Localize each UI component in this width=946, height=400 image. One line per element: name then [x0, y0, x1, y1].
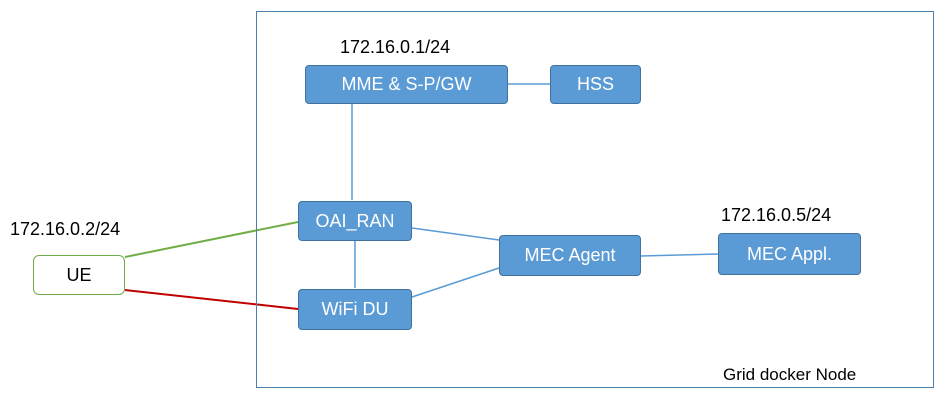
mec-appl-address-label: 172.16.0.5/24 — [721, 205, 832, 225]
mec-agent-node[interactable]: MEC Agent — [499, 235, 641, 276]
link-wifi-du-mec-agent — [411, 267, 500, 298]
ue-node[interactable]: UE — [33, 255, 125, 295]
wifi-du-node[interactable]: WiFi DU — [298, 289, 412, 330]
mme-spgw-node[interactable]: MME & S-P/GW — [305, 65, 508, 104]
ue-address-label: 172.16.0.2/24 — [10, 219, 121, 239]
hss-node[interactable]: HSS — [550, 65, 641, 104]
grid-docker-node-label: Grid docker Node — [723, 365, 857, 384]
link-mec-agent-mec-appl — [640, 253, 719, 257]
link-ue-wifi-du — [124, 289, 299, 310]
oai-ran-node[interactable]: OAI_RAN — [298, 201, 412, 241]
link-ue-oai-ran — [124, 221, 299, 258]
mec-appl-node[interactable]: MEC Appl. — [718, 233, 861, 275]
link-oai-ran-mec-agent — [411, 227, 500, 241]
grid-docker-node-frame — [256, 11, 934, 388]
mme-address-label: 172.16.0.1/24 — [340, 37, 451, 57]
